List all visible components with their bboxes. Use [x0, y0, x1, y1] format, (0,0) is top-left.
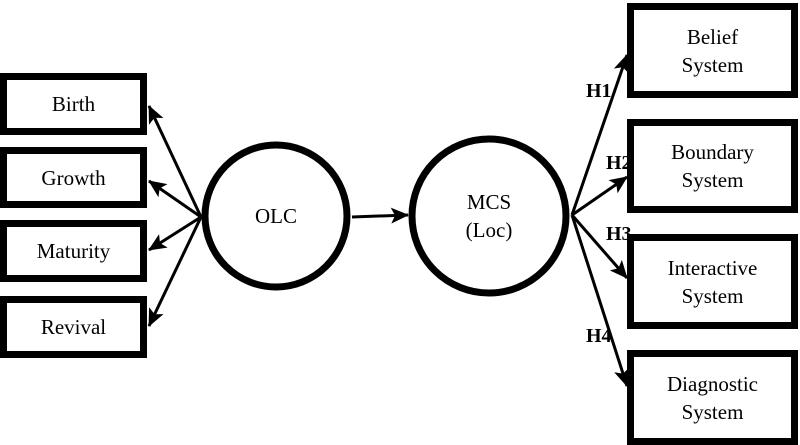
node-label: Diagnostic	[667, 371, 758, 396]
arrow-mcs-interactive	[570, 214, 629, 279]
node-label: Revival	[40, 315, 107, 339]
node-label: Interactive	[667, 255, 758, 280]
arrow-olc-birth	[147, 105, 203, 218]
node-label: System	[681, 283, 744, 308]
node-growth: Growth	[0, 147, 147, 208]
hypothesis-h3: H3	[606, 223, 632, 245]
node-label: Birth	[51, 92, 96, 116]
arrow-olc-growth	[148, 179, 202, 219]
arrow-olc-maturity	[148, 215, 202, 252]
mcs-circle	[408, 135, 570, 297]
node-revival: Revival	[0, 296, 147, 358]
olc-circle	[201, 141, 351, 291]
node-maturity: Maturity	[0, 220, 147, 282]
node-label: Maturity	[36, 239, 111, 263]
arrow-mcs-belief	[570, 54, 630, 216]
olc-text: OLC	[255, 204, 297, 228]
arrow-olc-revival	[147, 216, 203, 327]
node-label: Growth	[41, 165, 106, 190]
mcs-subtext: (Loc)	[465, 218, 513, 242]
arrow-olc-mcs	[351, 207, 409, 224]
node-label: Belief	[686, 24, 739, 49]
mcs-text: MCS	[466, 190, 512, 214]
node-label: System	[681, 52, 744, 77]
hypothesis-h1: H1	[586, 80, 612, 102]
mcs-label: MCS (Loc)	[439, 188, 539, 244]
arrow-mcs-boundary	[571, 175, 628, 217]
node-birth: Birth	[0, 73, 147, 135]
node-label: Boundary	[671, 140, 754, 164]
arrow-mcs-diagnostic	[570, 214, 630, 387]
hypothesis-h4: H4	[586, 325, 612, 347]
olc-label: OLC	[226, 202, 326, 230]
hypothesis-h2: H2	[606, 152, 632, 174]
node-label: System	[681, 168, 744, 192]
node-label: System	[681, 399, 744, 424]
